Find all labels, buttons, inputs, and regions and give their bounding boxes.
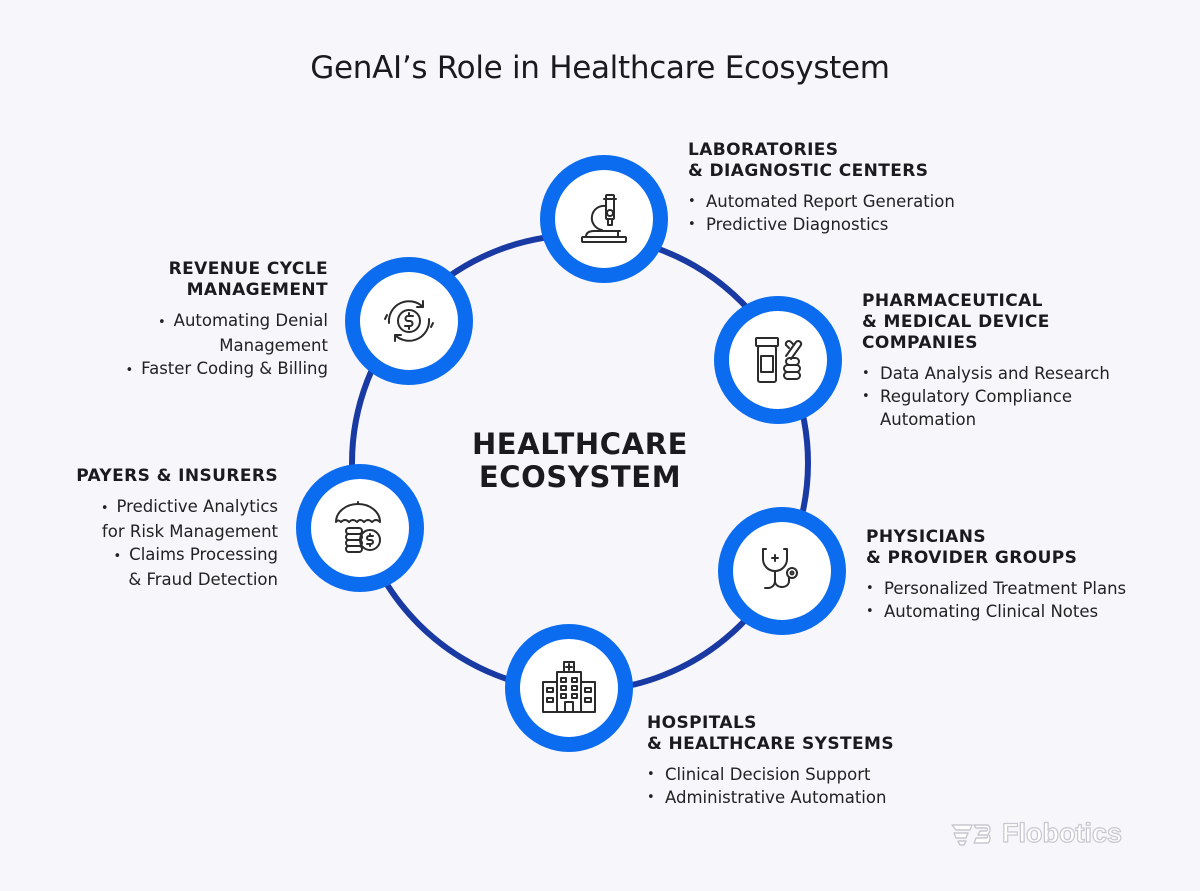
heading-pharmaceutical: PHARMACEUTICAL & MEDICAL DEVICE COMPANIE… — [862, 291, 1110, 354]
bullet-list: Data Analysis and Research Regulatory Co… — [862, 362, 1110, 431]
bullet-list: Clinical Decision Support Administrative… — [647, 763, 894, 809]
diagram-title: GenAI’s Role in Healthcare Ecosystem — [310, 50, 890, 86]
bullet-text: Automating Denial — [173, 311, 328, 330]
pill-bottle-icon — [755, 337, 803, 383]
bullet-item: Clinical Decision Support — [647, 763, 894, 786]
bullet-item: Data Analysis and Research — [862, 362, 1110, 385]
bullet-dot: • — [125, 363, 134, 378]
heading-payers: PAYERS & INSURERS — [76, 466, 278, 487]
heading-line: & MEDICAL DEVICE — [862, 312, 1050, 332]
dollar-cycle-icon — [384, 300, 434, 342]
heading-laboratories: LABORATORIES & DIAGNOSTIC CENTERS — [688, 140, 955, 182]
bullet-list: Personalized Treatment Plans Automating … — [866, 577, 1126, 623]
node-physicians — [718, 507, 846, 635]
bullet-item: & Fraud Detection — [76, 568, 278, 591]
flobotics-logo-icon — [951, 823, 991, 846]
bullet-item: • Faster Coding & Billing — [125, 357, 328, 382]
bullet-dot: • — [100, 501, 109, 516]
bullet-item: Regulatory Compliance — [862, 385, 1110, 408]
bullet-text: Claims Processing — [129, 545, 278, 564]
heading-line: PHYSICIANS — [866, 527, 986, 547]
heading-line: LABORATORIES — [688, 140, 839, 160]
block-hospitals: HOSPITALS & HEALTHCARE SYSTEMS Clinical … — [647, 713, 894, 809]
flobotics-logo: Flobotics — [950, 817, 1123, 849]
node-pharmaceutical — [714, 296, 842, 424]
bullet-item: • Automating Denial — [125, 309, 328, 334]
block-pharmaceutical: PHARMACEUTICAL & MEDICAL DEVICE COMPANIE… — [862, 291, 1110, 431]
hospital-icon — [542, 661, 596, 713]
node-hospitals — [505, 624, 633, 752]
bullet-text: Faster Coding & Billing — [141, 359, 328, 378]
bullet-dot: • — [113, 549, 122, 564]
heading-line: REVENUE CYCLE — [168, 259, 328, 279]
logo-text: Flobotics — [1001, 817, 1122, 848]
heading-line: MANAGEMENT — [186, 280, 328, 300]
bullet-list: • Predictive Analytics for Risk Managemen… — [76, 495, 278, 591]
bullet-item: Automating Clinical Notes — [866, 600, 1126, 623]
block-laboratories: LABORATORIES & DIAGNOSTIC CENTERS Automa… — [688, 140, 955, 236]
bullet-item: • Predictive Analytics — [76, 495, 278, 520]
heading-line: HOSPITALS — [647, 713, 757, 733]
node-payers — [296, 464, 424, 592]
heading-physicians: PHYSICIANS & PROVIDER GROUPS — [866, 527, 1126, 569]
bullet-item: Personalized Treatment Plans — [866, 577, 1126, 600]
center-label: HEALTHCARE ECOSYSTEM — [440, 428, 720, 494]
umbrella-coins-icon — [335, 501, 381, 553]
heading-line: PHARMACEUTICAL — [862, 291, 1043, 311]
bullet-item: Automation — [880, 410, 977, 429]
center-label-line-1: HEALTHCARE — [471, 427, 689, 461]
bullet-item: Predictive Diagnostics — [688, 213, 955, 236]
bullet-item: Management — [125, 334, 328, 357]
bullet-item: Automated Report Generation — [688, 190, 955, 213]
node-revenue-cycle — [345, 257, 473, 385]
block-revenue-cycle: REVENUE CYCLE MANAGEMENT • Automating Den… — [125, 259, 328, 382]
bullet-item: Administrative Automation — [647, 786, 894, 809]
heading-line: & DIAGNOSTIC CENTERS — [688, 161, 929, 181]
bullet-item: • Claims Processing — [76, 543, 279, 568]
bullet-item: for Risk Management — [76, 520, 278, 543]
heading-hospitals: HOSPITALS & HEALTHCARE SYSTEMS — [647, 713, 894, 755]
bullet-list: Automated Report Generation Predictive D… — [688, 190, 955, 236]
heading-revenue-cycle: REVENUE CYCLE MANAGEMENT — [125, 259, 328, 301]
bullet-dot: • — [158, 315, 166, 330]
block-payers: PAYERS & INSURERS • Predictive Analytics … — [76, 466, 278, 591]
bullet-text: & Fraud Detection — [128, 570, 278, 589]
bullet-text: Predictive Analytics — [116, 497, 278, 516]
microscope-icon — [581, 194, 627, 243]
node-laboratories — [540, 155, 668, 283]
bullet-text: for Risk Management — [101, 522, 278, 541]
heading-line: COMPANIES — [862, 333, 978, 353]
block-physicians: PHYSICIANS & PROVIDER GROUPS Personalize… — [866, 527, 1126, 623]
heading-line: PAYERS & INSURERS — [76, 466, 278, 486]
bullet-text: Management — [219, 336, 328, 355]
center-label-line-2: ECOSYSTEM — [478, 460, 682, 494]
stethoscope-icon — [762, 548, 798, 589]
bullet-list: • Automating Denial Management • Faster Co… — [125, 309, 328, 382]
heading-line: & HEALTHCARE SYSTEMS — [647, 734, 895, 754]
heading-line: & PROVIDER GROUPS — [866, 548, 1078, 568]
